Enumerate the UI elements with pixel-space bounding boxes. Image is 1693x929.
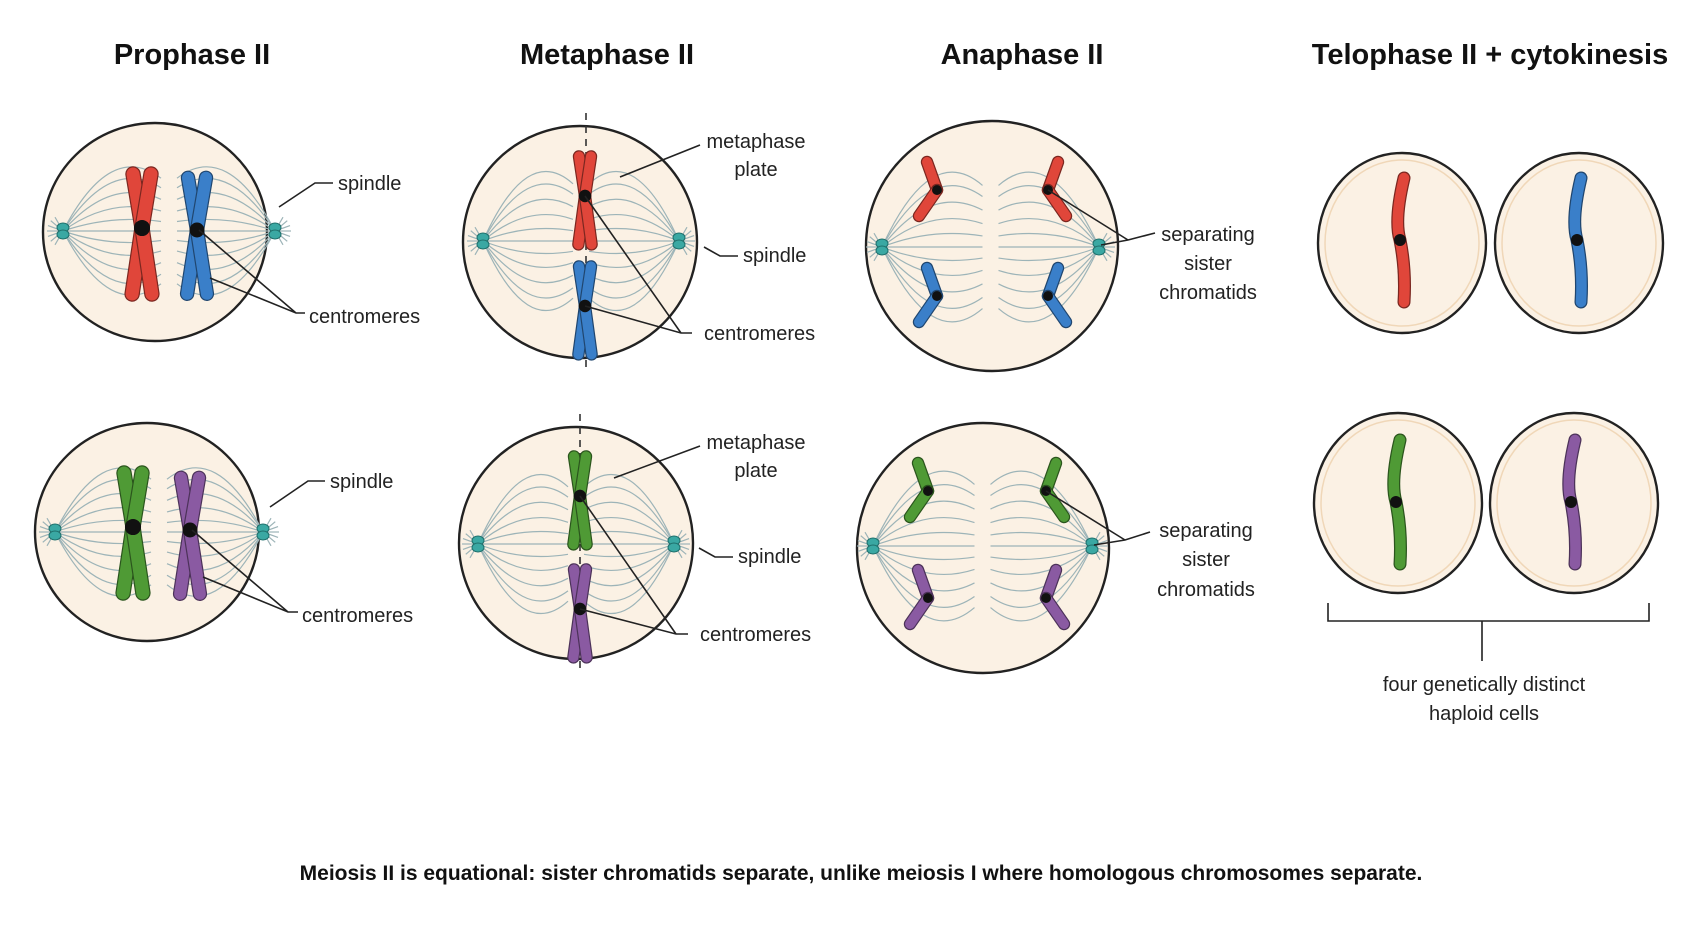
chromosome-red-prophase	[124, 166, 160, 302]
chromosome-red-prophase-centromere	[133, 219, 151, 237]
label-spindle-prophase-top: spindle	[338, 173, 401, 195]
chromosome-purple-telophase-centromere	[1565, 496, 1577, 508]
chromatid-red-left	[912, 155, 944, 223]
title-metaphase: Metaphase II	[520, 39, 694, 71]
cell-telophase-blue-inner-membrane	[1501, 159, 1657, 327]
label-spindle-metaphase-bottom: spindle	[738, 546, 801, 568]
cell-telophase-purple-inner-membrane	[1496, 419, 1652, 587]
spindle-prophase-top-centrosome-right	[268, 222, 282, 240]
label-metaphase-plate-bottom-2: plate	[734, 460, 777, 482]
label-separating-top-3: chromatids	[1159, 282, 1257, 304]
chromosome-red-telophase-centromere	[1394, 234, 1406, 246]
chromatid-purple-right-centromere	[1041, 593, 1051, 603]
spindle-metaphase-bottom-centrosome-left	[471, 535, 485, 553]
cell-anaphase-top	[864, 119, 1120, 373]
cell-telophase-red-inner-membrane	[1324, 159, 1480, 327]
chromosome-blue-prophase-centromere	[189, 222, 205, 238]
chromatid-red-left-centromere	[932, 185, 942, 195]
chromosome-green-prophase	[115, 465, 151, 601]
label-separating-bottom-3: chromatids	[1157, 579, 1255, 601]
spindle-prophase-bottom-centrosome-right	[256, 523, 270, 541]
leader-centromeres-prophase-bottom	[191, 529, 298, 613]
label-spindle-metaphase-top: spindle	[743, 245, 806, 267]
chromatid-purple-right	[1039, 563, 1071, 631]
label-result-2: haploid cells	[1429, 703, 1539, 725]
chromatid-purple-left-centromere	[923, 593, 933, 603]
spindle-anaphase-bottom-centrosome-right	[1085, 537, 1099, 555]
label-centromeres-prophase-top: centromeres	[309, 306, 420, 328]
label-centromeres-metaphase-bottom: centromeres	[700, 624, 811, 646]
label-metaphase-plate-bottom-1: metaphase	[707, 432, 806, 454]
chromosome-blue-telophase	[1568, 171, 1588, 309]
chromatid-purple-left	[903, 563, 935, 631]
chromatid-red-right	[1041, 155, 1073, 223]
chromatid-blue-right-centromere	[1043, 291, 1053, 301]
chromosome-purple-prophase	[172, 470, 208, 601]
label-spindle-prophase-bottom: spindle	[330, 471, 393, 493]
chromosome-blue-prophase	[179, 170, 215, 301]
chromosome-purple-prophase-centromere	[182, 522, 198, 538]
leader-spindle-metaphase-bottom	[698, 547, 733, 558]
spindle-metaphase-top-centrosome-right	[672, 232, 686, 250]
leader-centromeres-prophase-top	[198, 229, 305, 314]
chromatid-blue-right	[1041, 261, 1073, 329]
leader-plate-metaphase-top	[619, 144, 701, 178]
leader-spindle-prophase-bottom	[269, 480, 325, 508]
chromosome-red-metaphase	[572, 150, 598, 251]
chromosome-red-telophase	[1391, 171, 1411, 309]
title-telophase: Telophase II + cytokinesis	[1312, 39, 1668, 71]
caption: Meiosis II is equational: sister chromat…	[300, 862, 1423, 885]
spindle-prophase-bottom-centrosome-left	[48, 523, 62, 541]
cell-prophase-top	[41, 121, 269, 343]
result-bracket	[1327, 603, 1650, 661]
chromatid-green-right	[1039, 456, 1071, 524]
spindle-metaphase-top-centrosome-left	[476, 232, 490, 250]
leader-centromeres-metaphase-top	[584, 195, 692, 334]
chromosome-green-prophase-centromere	[124, 518, 142, 536]
label-centromeres-metaphase-top: centromeres	[704, 323, 815, 345]
chromosome-purple-telophase	[1562, 433, 1582, 571]
leader-plate-metaphase-bottom	[613, 445, 701, 479]
label-metaphase-plate-top-2: plate	[734, 159, 777, 181]
chromosome-blue-telophase-centromere	[1571, 234, 1583, 246]
chromatid-green-left	[903, 456, 935, 524]
chromosome-green-telophase	[1387, 433, 1407, 571]
spindle-anaphase-top-centrosome-left	[875, 238, 889, 256]
chromosome-blue-metaphase	[572, 260, 598, 361]
leader-spindle-metaphase-top	[703, 246, 738, 257]
cell-anaphase-bottom	[855, 421, 1111, 675]
spindle-prophase-top-centrosome-left	[56, 222, 70, 240]
label-separating-bottom-2: sister	[1182, 549, 1230, 571]
chromosome-green-telophase-centromere	[1390, 496, 1402, 508]
spindle-metaphase-bottom-centrosome-right	[667, 535, 681, 553]
label-separating-top-1: separating	[1161, 224, 1254, 246]
title-anaphase: Anaphase II	[941, 39, 1104, 71]
spindle-anaphase-bottom-centrosome-left	[866, 537, 880, 555]
title-prophase: Prophase II	[114, 39, 270, 71]
label-separating-bottom-1: separating	[1159, 520, 1252, 542]
spindle-metaphase-bottom	[462, 473, 690, 615]
spindle-anaphase-top-centrosome-right	[1092, 238, 1106, 256]
chromosome-purple-metaphase	[567, 563, 593, 664]
leader-spindle-prophase-top	[278, 182, 333, 208]
cell-telophase-green-inner-membrane	[1320, 419, 1476, 587]
leader-centromeres-metaphase-bottom	[579, 495, 688, 635]
label-separating-top-2: sister	[1184, 253, 1232, 275]
label-centromeres-prophase-bottom: centromeres	[302, 605, 413, 627]
chromatid-blue-left-centromere	[932, 291, 942, 301]
chromosome-green-metaphase	[567, 450, 593, 551]
leader-separating-bottom	[1045, 490, 1151, 546]
label-result-1: four genetically distinct	[1383, 674, 1586, 696]
chromatid-green-left-centromere	[923, 486, 933, 496]
label-metaphase-plate-top-1: metaphase	[707, 131, 806, 153]
chromatid-blue-left	[912, 261, 944, 329]
leader-separating-top	[1047, 189, 1156, 246]
